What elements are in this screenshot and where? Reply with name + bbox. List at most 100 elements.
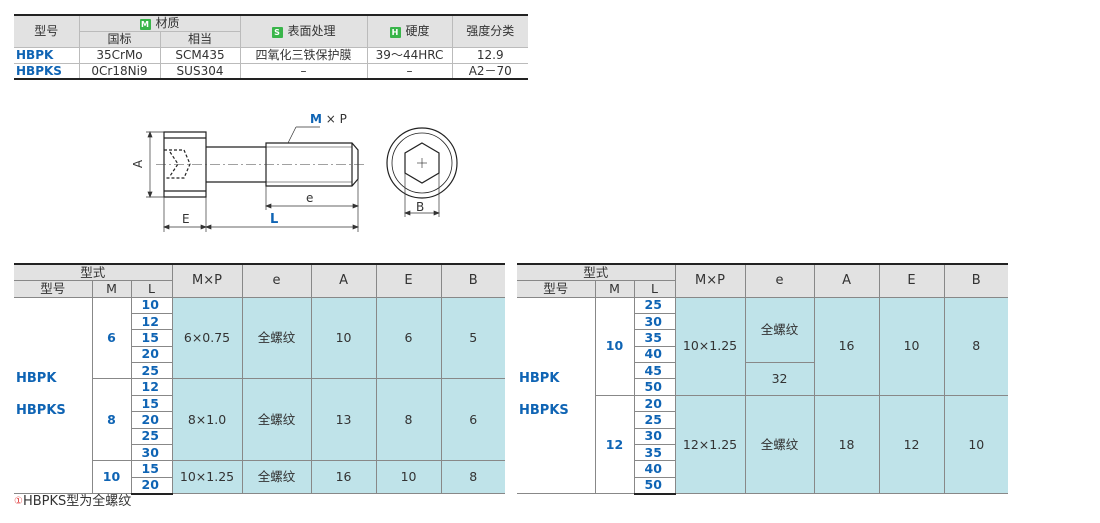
- material-row: HBPK 35CrMo SCM435 四氧化三铁保护膜 39～44HRC 12.…: [14, 47, 529, 64]
- m-value: 6: [91, 296, 132, 380]
- material-model: HBPKS: [14, 63, 79, 80]
- table-row: 50: [517, 476, 1008, 495]
- dimension-a: [146, 131, 164, 198]
- table-row: 10 15 10×1.25 全螺纹 16 10 8: [14, 460, 506, 495]
- a-value: 16: [813, 296, 880, 396]
- label-mp: M × P: [310, 112, 347, 126]
- material-header-equivalent: 相当: [159, 31, 241, 48]
- mp-value: 8×1.0: [171, 378, 243, 462]
- E-value: 6: [375, 296, 442, 380]
- header-E: E: [878, 263, 945, 298]
- e-value: 全螺纹: [744, 296, 815, 364]
- label-e-small: E: [182, 212, 190, 226]
- material-header-national: 国标: [78, 31, 160, 48]
- material-hardness: –: [366, 63, 453, 80]
- b-value: 10: [943, 394, 1009, 495]
- l-value: 12: [130, 378, 173, 396]
- table-row: 12 20 12×1.25 全螺纹 18 12 10: [517, 394, 1009, 495]
- table-row: 25: [14, 362, 505, 380]
- surface-badge-icon: S: [271, 27, 283, 39]
- header-mp: M×P: [674, 263, 746, 298]
- table-row: 35: [517, 329, 1008, 347]
- header-l: L: [130, 280, 173, 298]
- dimension-e: [265, 186, 359, 210]
- material-badge-icon: M: [139, 19, 151, 30]
- footnote: ①HBPKS型为全螺纹: [14, 490, 131, 509]
- e-value: 全螺纹: [744, 394, 815, 495]
- m-value: 8: [91, 378, 132, 462]
- table-row: 8 12 8×1.0 全螺纹 13 8 6: [14, 378, 506, 462]
- header-form: 型式: [14, 263, 173, 281]
- a-value: 16: [310, 460, 377, 495]
- header-E: E: [375, 263, 442, 298]
- dimension-b: [404, 173, 440, 217]
- material-header-strength: 强度分类: [451, 14, 529, 48]
- l-value: 15: [130, 394, 173, 413]
- m-value: 10: [91, 460, 132, 495]
- footnote-mark: ①: [14, 496, 23, 507]
- header-a: A: [813, 263, 880, 298]
- b-value: 8: [440, 460, 506, 495]
- m-value: 10: [594, 296, 635, 396]
- end-view: [386, 127, 458, 199]
- label-l: L: [270, 212, 278, 227]
- b-value: 8: [943, 296, 1009, 396]
- l-value: 35: [633, 329, 676, 347]
- E-value: 10: [878, 296, 945, 396]
- header-b: B: [440, 263, 506, 298]
- header-model: 型号: [14, 280, 93, 298]
- material-surface: 四氧化三铁保护膜: [239, 47, 368, 64]
- l-value: 40: [633, 345, 676, 364]
- l-value: 20: [130, 345, 173, 364]
- header-b: B: [943, 263, 1009, 298]
- hex-socket-hidden: [164, 149, 191, 179]
- header-form: 型式: [517, 263, 676, 281]
- a-value: 10: [310, 296, 377, 380]
- header-mp: M×P: [171, 263, 243, 298]
- material-national: 35CrMo: [78, 47, 160, 64]
- l-value: 25: [130, 427, 173, 446]
- mp-value: 10×1.25: [171, 460, 243, 495]
- header-a: A: [310, 263, 377, 298]
- table-row: 15: [14, 329, 505, 347]
- b-value: 5: [440, 296, 506, 380]
- label-e-thread: e: [306, 191, 313, 205]
- m-value: 12: [594, 394, 635, 495]
- material-hardness: 39～44HRC: [366, 47, 453, 64]
- material-national: 0Cr18Ni9: [78, 63, 160, 80]
- l-value: 15: [130, 329, 173, 347]
- l-value: 25: [633, 411, 676, 429]
- material-equivalent: SUS304: [159, 63, 241, 80]
- dimension-l: [163, 179, 359, 232]
- table-row: 45 32: [517, 362, 1008, 396]
- header-l: L: [633, 280, 676, 298]
- l-value: 45: [633, 362, 676, 380]
- e-value: 全螺纹: [241, 460, 312, 495]
- l-value: 30: [633, 312, 676, 331]
- material-equivalent: SCM435: [159, 47, 241, 64]
- footnote-text: HBPKS型为全螺纹: [22, 494, 132, 509]
- l-value: 30: [633, 427, 676, 446]
- header-m: M: [594, 280, 635, 298]
- l-value: 20: [130, 411, 173, 429]
- l-value: 15: [130, 460, 173, 478]
- material-row: HBPKS 0Cr18Ni9 SUS304 – – A2－70: [14, 63, 529, 80]
- header-e: e: [241, 263, 312, 298]
- label-b: B: [416, 200, 424, 214]
- mp-value: 12×1.25: [674, 394, 746, 495]
- l-value: 50: [633, 378, 676, 396]
- l-value: 10: [130, 296, 173, 314]
- E-value: 8: [375, 378, 442, 462]
- table-row: 20: [14, 411, 505, 429]
- material-strength: A2－70: [451, 63, 529, 80]
- a-value: 13: [310, 378, 377, 462]
- mp-value: 10×1.25: [674, 296, 746, 396]
